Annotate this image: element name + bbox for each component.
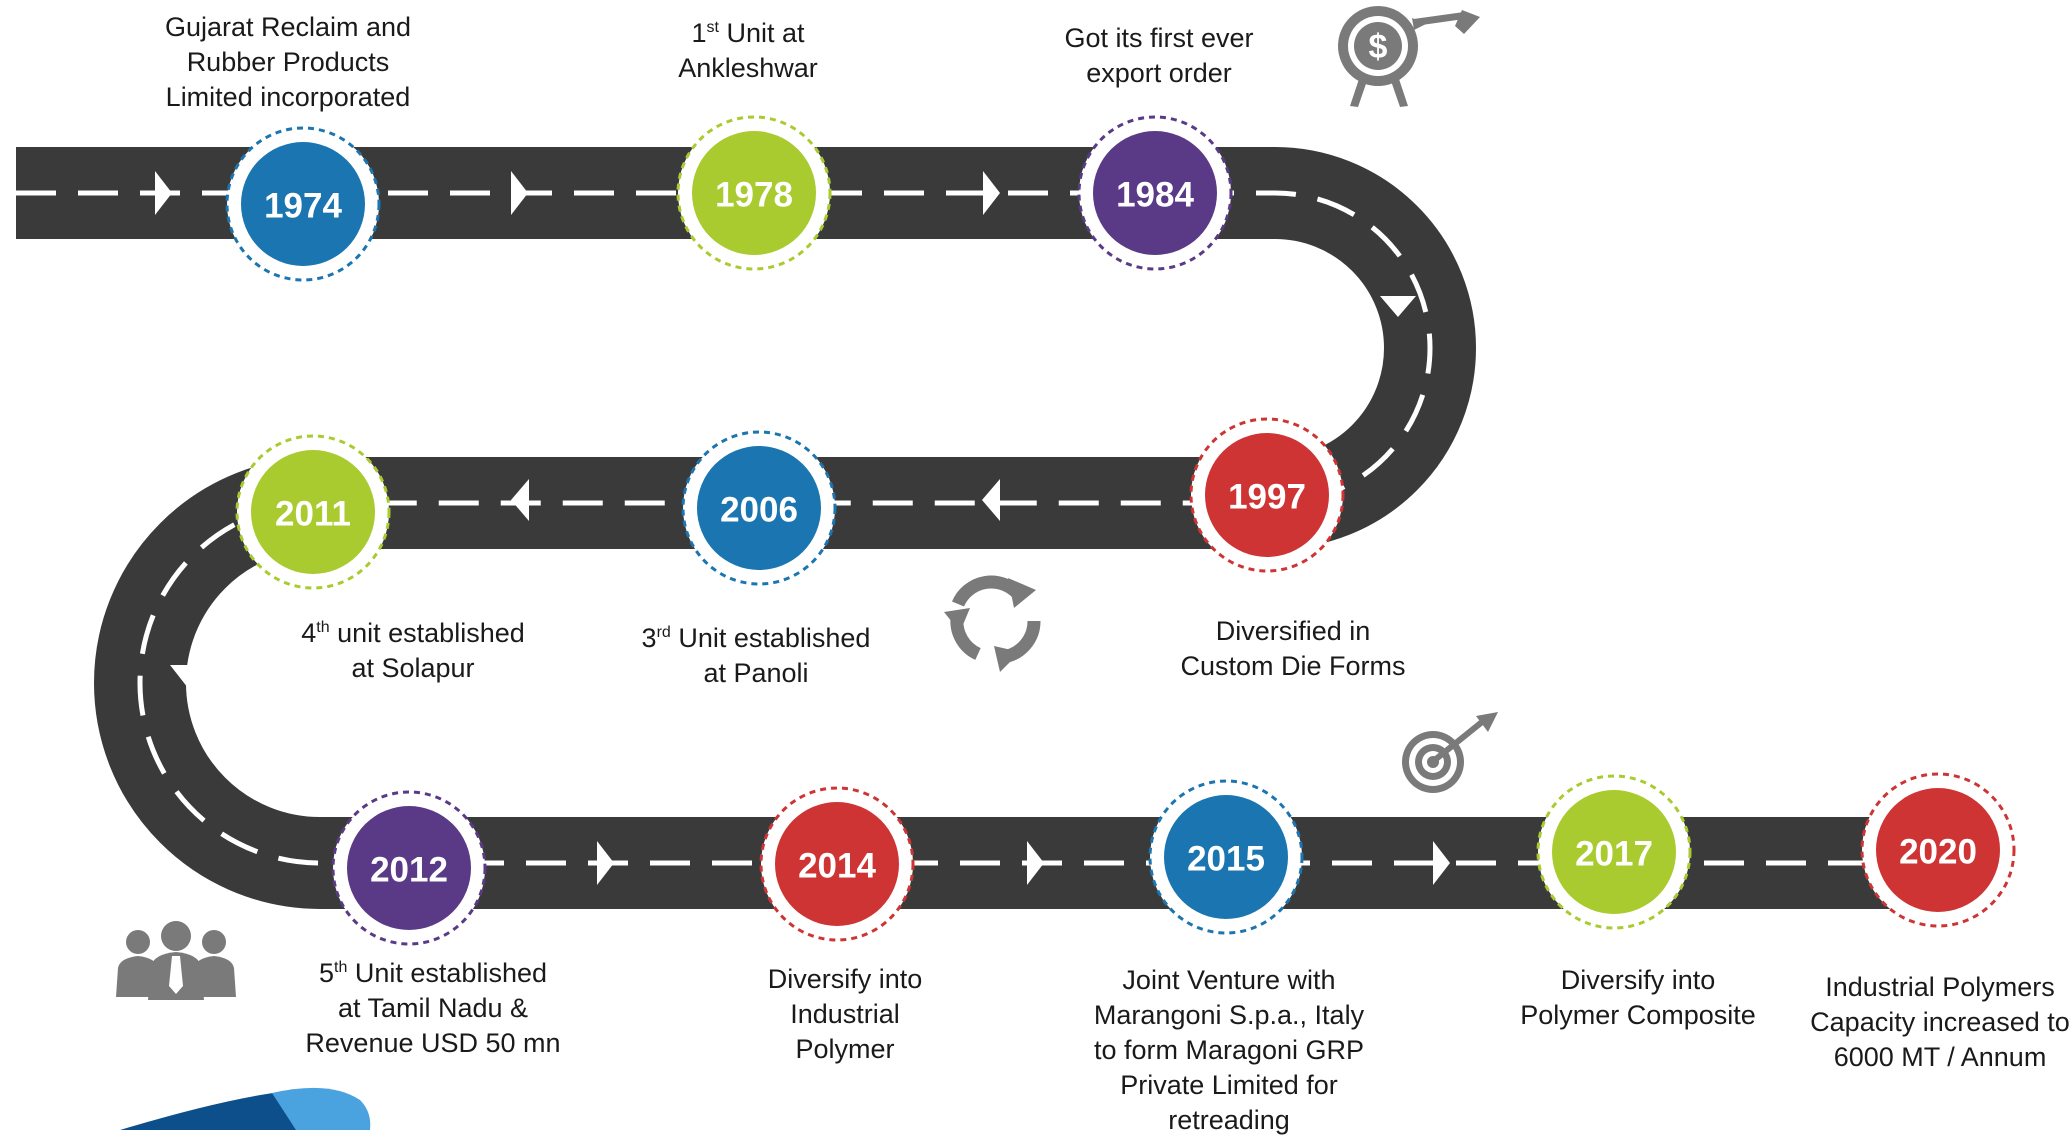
milestone-disc [692, 131, 816, 255]
milestone-markers: 1974 1978 1984 1997 2006 2011 2012 2014 2015 2017… [225, 115, 2016, 946]
caption-line: at Solapur [351, 653, 475, 683]
caption-line: at Panoli [703, 658, 809, 688]
dollar-target-icon: $ [1338, 6, 1480, 107]
milestone-1974: 1974 [225, 126, 381, 282]
milestone-year: 2017 [1575, 835, 1653, 874]
direction-arrow [1380, 296, 1416, 317]
milestone-year: 2015 [1187, 840, 1265, 879]
milestone-year: 1984 [1116, 176, 1194, 215]
milestone-2012: 2012 [331, 790, 487, 946]
caption-line: Private Limited for [1120, 1070, 1338, 1100]
direction-arrow [155, 171, 172, 215]
caption-line: Industrial Polymers [1825, 972, 2055, 1002]
milestone-year: 2011 [275, 495, 351, 534]
milestone-disc [1552, 790, 1676, 914]
direction-arrow [982, 479, 1000, 521]
caption-line: Joint Venture with [1122, 965, 1336, 995]
milestone-disc [775, 802, 899, 926]
caption-line: Polymer Composite [1520, 1000, 1756, 1030]
direction-arrow [1433, 841, 1450, 885]
milestone-year: 1974 [264, 187, 342, 226]
milestone-disc [1164, 795, 1288, 919]
milestone-2014: 2014 [759, 786, 915, 942]
milestone-disc [697, 446, 821, 570]
milestone-caption-2011: 4th unit established at Solapur [263, 616, 563, 686]
caption-line: 3rd Unit established [641, 623, 871, 653]
caption-line: 5th Unit established [319, 958, 547, 988]
svg-text:$: $ [1369, 28, 1388, 66]
caption-line: to form Maragoni GRP [1093, 1035, 1365, 1065]
milestone-year: 2014 [798, 847, 876, 886]
caption-line: export order [1086, 58, 1232, 88]
milestone-2006: 2006 [681, 430, 837, 586]
business-team-icon [116, 921, 236, 1000]
caption-line: Diversified in [1215, 616, 1371, 646]
caption-line: at Tamil Nadu & [337, 993, 529, 1023]
caption-line: Diversify into [1560, 965, 1716, 995]
direction-arrow [1027, 841, 1044, 885]
caption-line: 4th unit established [301, 618, 525, 648]
milestone-disc [251, 450, 375, 574]
milestone-2017: 2017 [1536, 774, 1692, 930]
bullseye-target-icon [1402, 712, 1498, 793]
milestone-disc [1876, 788, 2000, 912]
recycle-arrows-icon [944, 575, 1041, 672]
caption-line: Marangoni S.p.a., Italy [1093, 1000, 1365, 1030]
caption-line: 6000 MT / Annum [1833, 1042, 2047, 1072]
milestone-1978: 1978 [676, 115, 832, 271]
milestone-disc [241, 142, 365, 266]
milestone-year: 2006 [720, 491, 798, 530]
caption-line: Revenue USD 50 mn [305, 1028, 561, 1058]
caption-line: Industrial [790, 999, 900, 1029]
milestone-disc [1093, 131, 1217, 255]
milestone-1997: 1997 [1189, 417, 1345, 573]
caption-line: Capacity increased to [1810, 1007, 2070, 1037]
company-logo-fragment [120, 1087, 371, 1130]
milestone-year: 2012 [370, 851, 448, 890]
direction-arrow [511, 171, 528, 215]
caption-line: Got its first ever [1064, 23, 1254, 53]
milestone-caption-2006: 3rd Unit established at Panoli [606, 621, 906, 691]
caption-line: Diversify into [767, 964, 923, 994]
caption-line: Limited incorporated [165, 82, 411, 112]
caption-line: Rubber Products [186, 47, 390, 77]
caption-line: Gujarat Reclaim and [164, 12, 412, 42]
caption-line: Ankleshwar [678, 53, 818, 83]
direction-arrow [511, 479, 529, 521]
caption-line: 1st Unit at [691, 18, 805, 48]
milestone-caption-1984: Got its first ever export order [1009, 21, 1309, 91]
milestone-2020: 2020 [1860, 772, 2016, 928]
direction-arrows [155, 171, 1450, 885]
milestone-year: 1978 [715, 176, 793, 215]
direction-arrow [983, 171, 1000, 215]
direction-arrow [597, 841, 614, 885]
caption-line: Polymer [795, 1034, 895, 1064]
milestone-disc [1205, 433, 1329, 557]
milestone-1984: 1984 [1077, 115, 1233, 271]
direction-arrow [170, 665, 206, 688]
milestone-disc [347, 806, 471, 930]
milestone-caption-2012: 5th Unit established at Tamil Nadu & Reven… [283, 956, 583, 1061]
caption-line: retreading [1168, 1105, 1290, 1135]
milestone-caption-1997: Diversified in Custom Die Forms [1143, 614, 1443, 684]
milestone-2015: 2015 [1148, 779, 1304, 935]
milestone-year: 1997 [1228, 478, 1306, 517]
milestone-caption-1978: 1st Unit at Ankleshwar [598, 16, 898, 86]
milestone-year: 2020 [1899, 833, 1977, 872]
milestone-2011: 2011 [235, 434, 391, 590]
caption-line: Custom Die Forms [1180, 651, 1406, 681]
